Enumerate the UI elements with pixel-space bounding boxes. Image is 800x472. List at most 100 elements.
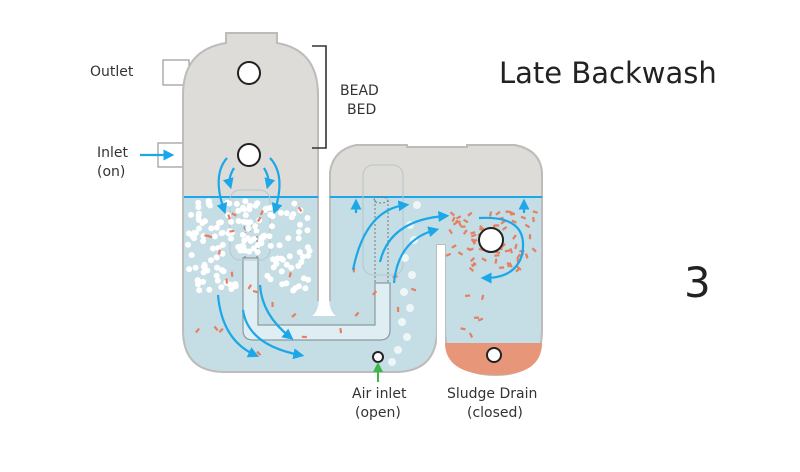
tank-divider-gap <box>312 197 336 316</box>
debris-particle <box>288 272 292 278</box>
bead <box>245 225 252 232</box>
debris-particle <box>396 306 400 313</box>
debris-particle <box>494 254 500 257</box>
bead <box>267 242 274 249</box>
debris-particle <box>532 216 535 223</box>
bead <box>273 260 280 267</box>
debris-particle <box>410 287 417 292</box>
sludge-drain-label: Sludge Drain <box>447 386 537 402</box>
sludge-drain-status: (closed) <box>467 405 523 421</box>
bead <box>304 215 311 221</box>
bead <box>253 227 260 234</box>
bead <box>242 198 249 205</box>
bead <box>201 261 208 268</box>
debris-particle <box>478 247 485 252</box>
bead <box>242 212 249 219</box>
debris-particle <box>528 234 532 240</box>
debris-particle <box>509 210 515 215</box>
bead-bed-particles <box>185 198 313 294</box>
debris-particle <box>297 206 303 213</box>
settling-port <box>478 227 504 253</box>
air-bubble <box>408 271 416 279</box>
debris-particle <box>448 228 453 235</box>
bead <box>213 272 220 279</box>
debris-particle <box>468 266 475 272</box>
bead <box>218 267 225 273</box>
bead <box>297 221 303 228</box>
debris-particle <box>481 257 487 262</box>
bead <box>258 240 265 247</box>
diagram-title: Late Backwash <box>499 56 717 90</box>
air-bubble <box>388 358 396 366</box>
debris-particle <box>511 219 517 224</box>
bead <box>188 252 195 258</box>
debris-particle <box>230 271 234 277</box>
bead-bed-label: BEAD <box>340 83 379 99</box>
bead <box>195 199 202 206</box>
debris-particle <box>508 262 513 268</box>
bead <box>305 252 312 259</box>
bead <box>196 225 202 232</box>
bead <box>285 235 292 242</box>
bead <box>226 200 233 207</box>
debris-particle <box>252 289 259 294</box>
bead <box>264 272 271 279</box>
bead <box>250 245 257 252</box>
debris-particle <box>225 278 229 284</box>
bead <box>296 229 302 235</box>
bead <box>305 276 312 283</box>
bead <box>235 243 242 250</box>
bead <box>266 233 273 240</box>
bead <box>290 287 297 294</box>
bead-bed-bracket <box>312 45 327 149</box>
bead <box>296 249 303 256</box>
bead <box>210 245 216 252</box>
debris-particle <box>495 210 501 216</box>
inlet-status: (on) <box>97 164 125 180</box>
debris-particle <box>480 294 485 301</box>
debris-particle <box>460 225 466 228</box>
debris-particle <box>514 243 518 250</box>
bead <box>245 220 252 227</box>
bead <box>300 253 306 260</box>
bead <box>216 219 222 226</box>
debris-particle <box>301 335 307 339</box>
inlet-port <box>237 143 261 167</box>
bead <box>295 263 302 269</box>
debris-particle <box>468 332 474 338</box>
bead <box>270 256 277 263</box>
debris-particle <box>506 262 510 268</box>
bead <box>286 253 293 260</box>
debris-particle <box>494 258 498 264</box>
bead <box>213 254 220 261</box>
step-number: 3 <box>684 258 711 307</box>
settling-tank-upper <box>329 144 543 198</box>
debris-particle <box>195 327 200 334</box>
debris-particle <box>451 244 457 249</box>
bead <box>228 235 234 242</box>
air-bubble <box>400 288 408 296</box>
debris-particle <box>457 251 464 256</box>
bead <box>246 206 253 213</box>
bead <box>200 269 207 276</box>
bead <box>288 264 295 271</box>
outlet-port <box>237 61 261 85</box>
air-bubble <box>398 318 406 326</box>
bead <box>239 231 246 238</box>
bead <box>274 255 281 262</box>
internal-u-pipe <box>242 257 391 341</box>
bead <box>214 277 221 284</box>
air-inlet-status: (open) <box>355 405 401 421</box>
bead-filter-tank-upper <box>182 32 319 198</box>
bead <box>228 218 235 225</box>
debris-particle <box>509 248 514 254</box>
debris-particle <box>354 311 360 317</box>
air-bubble <box>413 201 421 209</box>
debris-particle <box>520 215 527 220</box>
outlet-pipe <box>162 59 190 86</box>
debris-particle <box>213 325 219 332</box>
debris-particle <box>460 327 466 331</box>
bead <box>278 268 285 275</box>
debris-particle <box>231 212 237 217</box>
